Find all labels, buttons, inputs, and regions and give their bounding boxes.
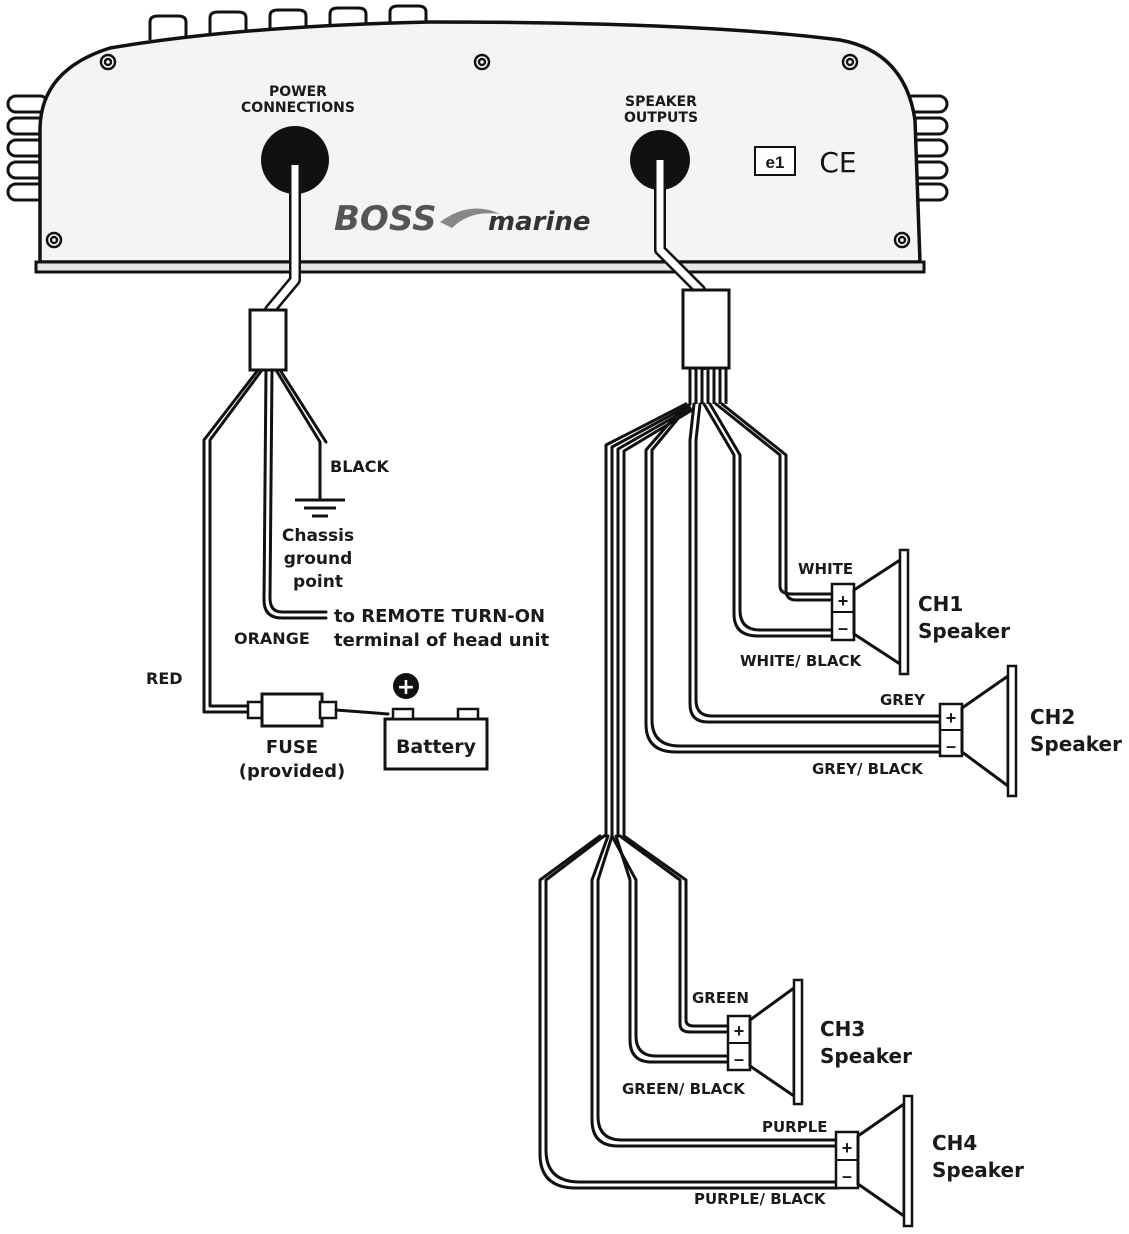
battery-label: Battery: [396, 736, 477, 758]
ch2-plus-label: GREY: [880, 691, 926, 709]
ch3-minus-wire: [614, 834, 730, 1064]
chassis-label-1: Chassis: [282, 526, 354, 546]
power-connections-label-2: CONNECTIONS: [241, 100, 355, 116]
orange-wire: [262, 368, 328, 620]
ch2-plus-wire: [694, 402, 946, 718]
e1-mark: e1: [766, 153, 785, 172]
power-connections-label-1: POWER: [269, 84, 327, 100]
battery-icon: +: [383, 673, 489, 771]
ch3-plus-label: GREEN: [692, 989, 749, 1007]
svg-text:+: +: [946, 708, 957, 728]
ch2-speaker-icon: [960, 673, 1010, 789]
fuse-label-1: FUSE: [266, 737, 318, 758]
boss-marine-logo: BOSS marine: [334, 199, 591, 239]
ch4-name-2: Speaker: [932, 1158, 1024, 1182]
ch2-name-1: CH2: [1030, 705, 1075, 729]
svg-text:–: –: [838, 618, 848, 638]
ch1-minus-wire: [708, 402, 836, 632]
mounting-screws: [45, 53, 911, 249]
svg-text:–: –: [734, 1049, 744, 1069]
amplifier-body: [38, 20, 922, 264]
speaker-ch4: + – PURPLE PURPLE/ BLACK CH4 Speaker: [694, 1094, 1024, 1228]
ch4-minus-label: PURPLE/ BLACK: [694, 1190, 827, 1208]
speaker-harness: [538, 160, 946, 1190]
black-wire: [274, 368, 322, 502]
ch3-name-1: CH3: [820, 1017, 865, 1041]
ch1-minus-label: WHITE/ BLACK: [740, 652, 862, 670]
ch1-name-2: Speaker: [918, 619, 1010, 643]
speaker-ch3: + – GREEN GREEN/ BLACK CH3 Speaker: [622, 978, 912, 1106]
svg-text:BOSS: BOSS: [334, 199, 437, 239]
speaker-outputs-label-2: OUTPUTS: [624, 110, 698, 126]
speaker-ch1: + – WHITE WHITE/ BLACK CH1 Speaker: [740, 548, 1010, 676]
remote-label-1: to REMOTE TURN-ON: [334, 606, 545, 627]
fuse-icon: [246, 692, 390, 728]
ch4-plus-label: PURPLE: [762, 1118, 828, 1136]
svg-text:+: +: [838, 591, 849, 611]
svg-text:–: –: [842, 1166, 852, 1186]
ch3-plus-wire: [618, 834, 730, 1034]
ch2-minus-label: GREY/ BLACK: [812, 760, 924, 778]
ch4-plus-wire: [590, 834, 840, 1148]
svg-text:marine: marine: [488, 207, 591, 237]
svg-text:–: –: [946, 736, 956, 756]
e1-mark-box: [754, 146, 796, 176]
ch3-speaker-icon: [748, 985, 796, 1099]
power-connector-port: [261, 126, 329, 194]
ch1-speaker-icon: [852, 557, 902, 667]
chassis-label-2: ground: [284, 549, 353, 569]
chassis-ground-icon: [295, 498, 345, 518]
svg-text:+: +: [397, 675, 415, 700]
ch2-name-2: Speaker: [1030, 732, 1122, 756]
red-wire: [202, 368, 260, 714]
ch1-plus-wire: [720, 402, 836, 602]
ch4-speaker-icon: [856, 1101, 906, 1219]
speaker-ch2: + – GREY GREY/ BLACK CH2 Speaker: [812, 664, 1122, 798]
ch1-plus-label: WHITE: [798, 560, 853, 578]
svg-text:+: +: [842, 1138, 853, 1158]
ch1-name-1: CH1: [918, 592, 963, 616]
ce-mark: CE: [819, 146, 856, 179]
ch3-name-2: Speaker: [820, 1044, 912, 1068]
ch2-minus-wire: [650, 402, 946, 748]
chassis-label-3: point: [293, 572, 343, 592]
speaker-outputs-label-1: SPEAKER: [625, 94, 697, 110]
ch3-minus-label: GREEN/ BLACK: [622, 1080, 746, 1098]
remote-label-2: terminal of head unit: [334, 630, 550, 651]
black-wire-label: BLACK: [330, 457, 390, 476]
svg-text:+: +: [734, 1021, 745, 1041]
ch4-name-1: CH4: [932, 1131, 977, 1155]
ch4-minus-wire: [544, 834, 840, 1184]
orange-wire-label: ORANGE: [234, 629, 310, 648]
amplifier: POWER CONNECTIONS SPEAKER OUTPUTS BOSS m…: [6, 4, 949, 274]
battery-positive-icon: [393, 673, 419, 699]
power-harness: + BLACK Chassis ground point to REMOTE T…: [146, 165, 550, 782]
red-wire-label: RED: [146, 669, 183, 688]
fuse-label-2: (provided): [239, 761, 345, 782]
